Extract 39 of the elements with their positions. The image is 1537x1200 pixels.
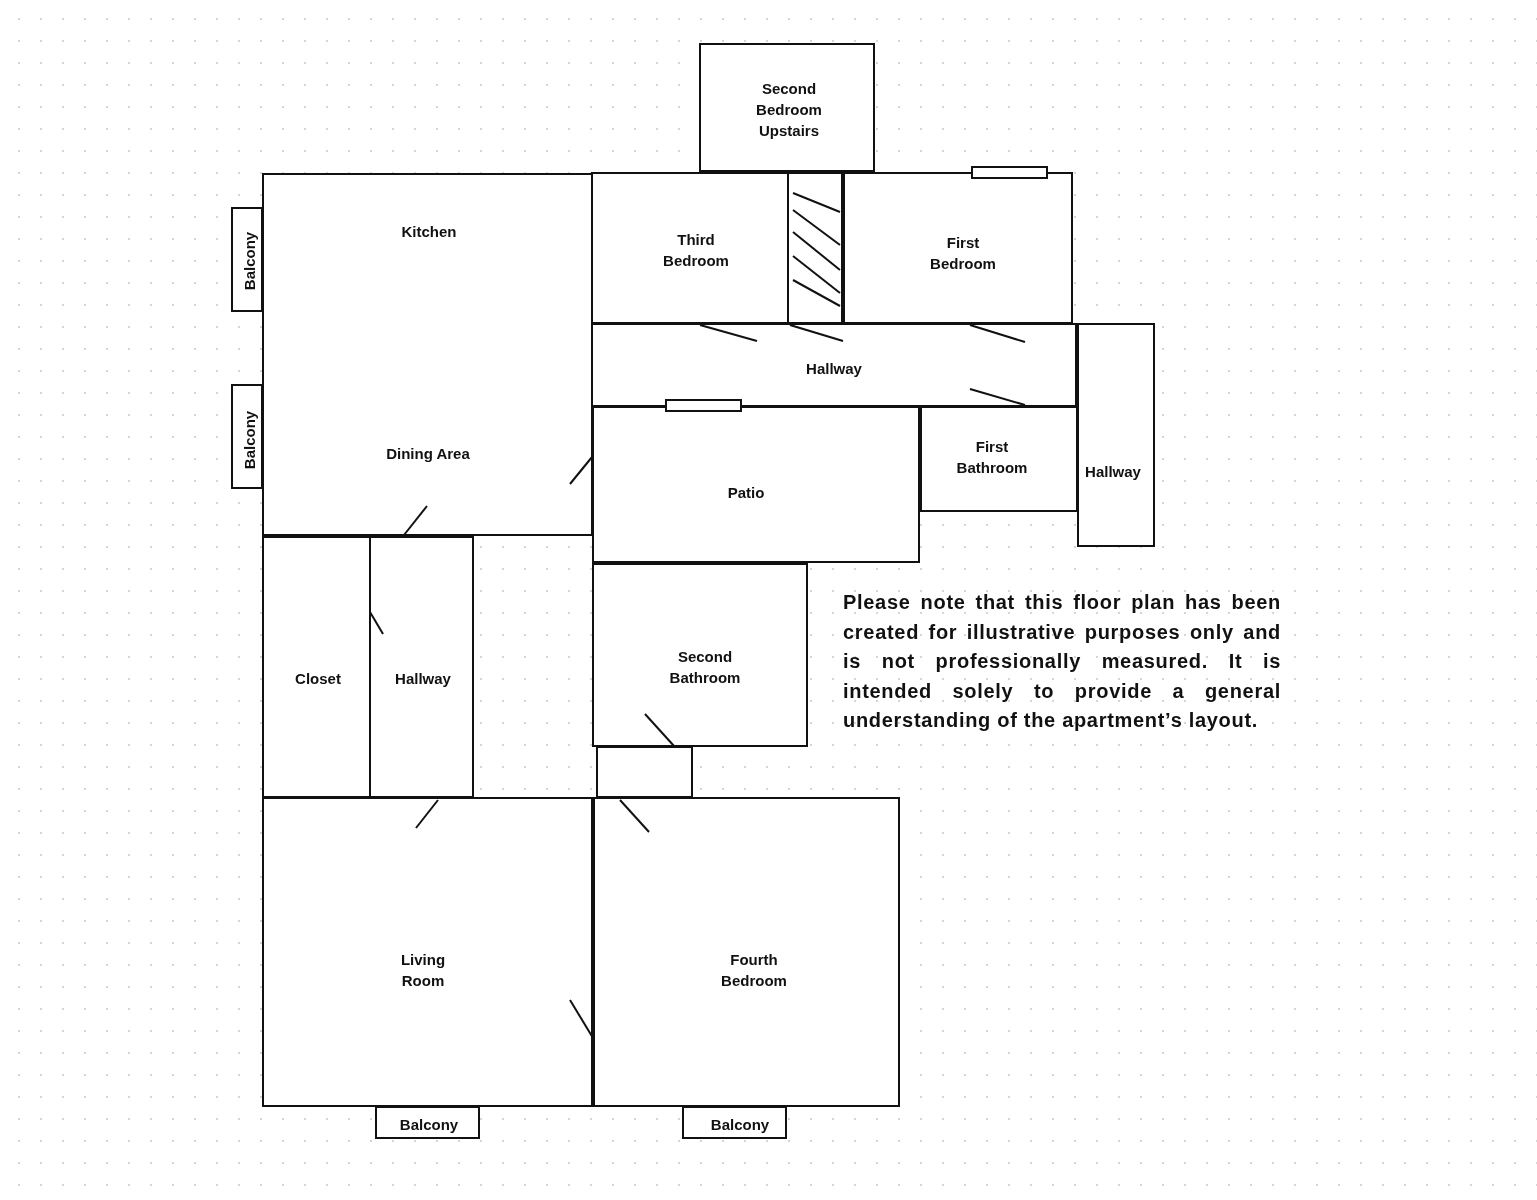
room-label: Balcony <box>239 410 259 470</box>
room-label: Second Bathroom <box>669 647 741 688</box>
room-outline <box>591 323 1077 407</box>
room-label: Hallway <box>1085 461 1141 482</box>
room-outline <box>1077 323 1155 547</box>
room-outline <box>593 797 900 1107</box>
room-label: Second Bedroom Upstairs <box>756 78 822 141</box>
room-label: First Bathroom <box>956 437 1028 478</box>
room-label: Dining Area <box>386 443 470 464</box>
room-outline <box>592 563 808 747</box>
disclaimer-note: Please note that this floor plan has been created for illustrative purposes only and is not professionally measured. It is intended solely to provide a general understanding of the apartment’s layout. <box>843 590 1281 733</box>
room-outline <box>920 406 1078 512</box>
room-outline <box>699 43 875 172</box>
balcony-outline <box>375 1106 480 1139</box>
room-label: First Bedroom <box>930 233 996 274</box>
window-symbol <box>971 166 1048 179</box>
room-label: Hallway <box>806 358 862 379</box>
balcony-outline <box>231 207 263 312</box>
room-outline <box>262 797 593 1107</box>
room-label: Patio <box>727 482 765 503</box>
room-outline <box>596 746 693 798</box>
room-label: Third Bedroom <box>663 230 729 271</box>
room-label: Balcony <box>399 1114 459 1135</box>
room-outline <box>843 172 1073 324</box>
room-label: Closet <box>295 668 341 689</box>
room-label: Fourth Bedroom <box>721 950 787 991</box>
room-label: Kitchen <box>401 221 457 242</box>
balcony-outline <box>682 1106 787 1139</box>
room-outline <box>592 406 920 563</box>
room-outline <box>262 173 593 536</box>
room-label: Balcony <box>239 231 259 291</box>
room-label: Living Room <box>400 950 446 991</box>
room-outline <box>262 536 371 798</box>
room-outline <box>369 536 474 798</box>
window-symbol <box>665 399 742 412</box>
room-label: Balcony <box>710 1114 770 1135</box>
room-label: Hallway <box>395 668 451 689</box>
balcony-outline <box>231 384 263 489</box>
room-outline <box>591 172 789 324</box>
